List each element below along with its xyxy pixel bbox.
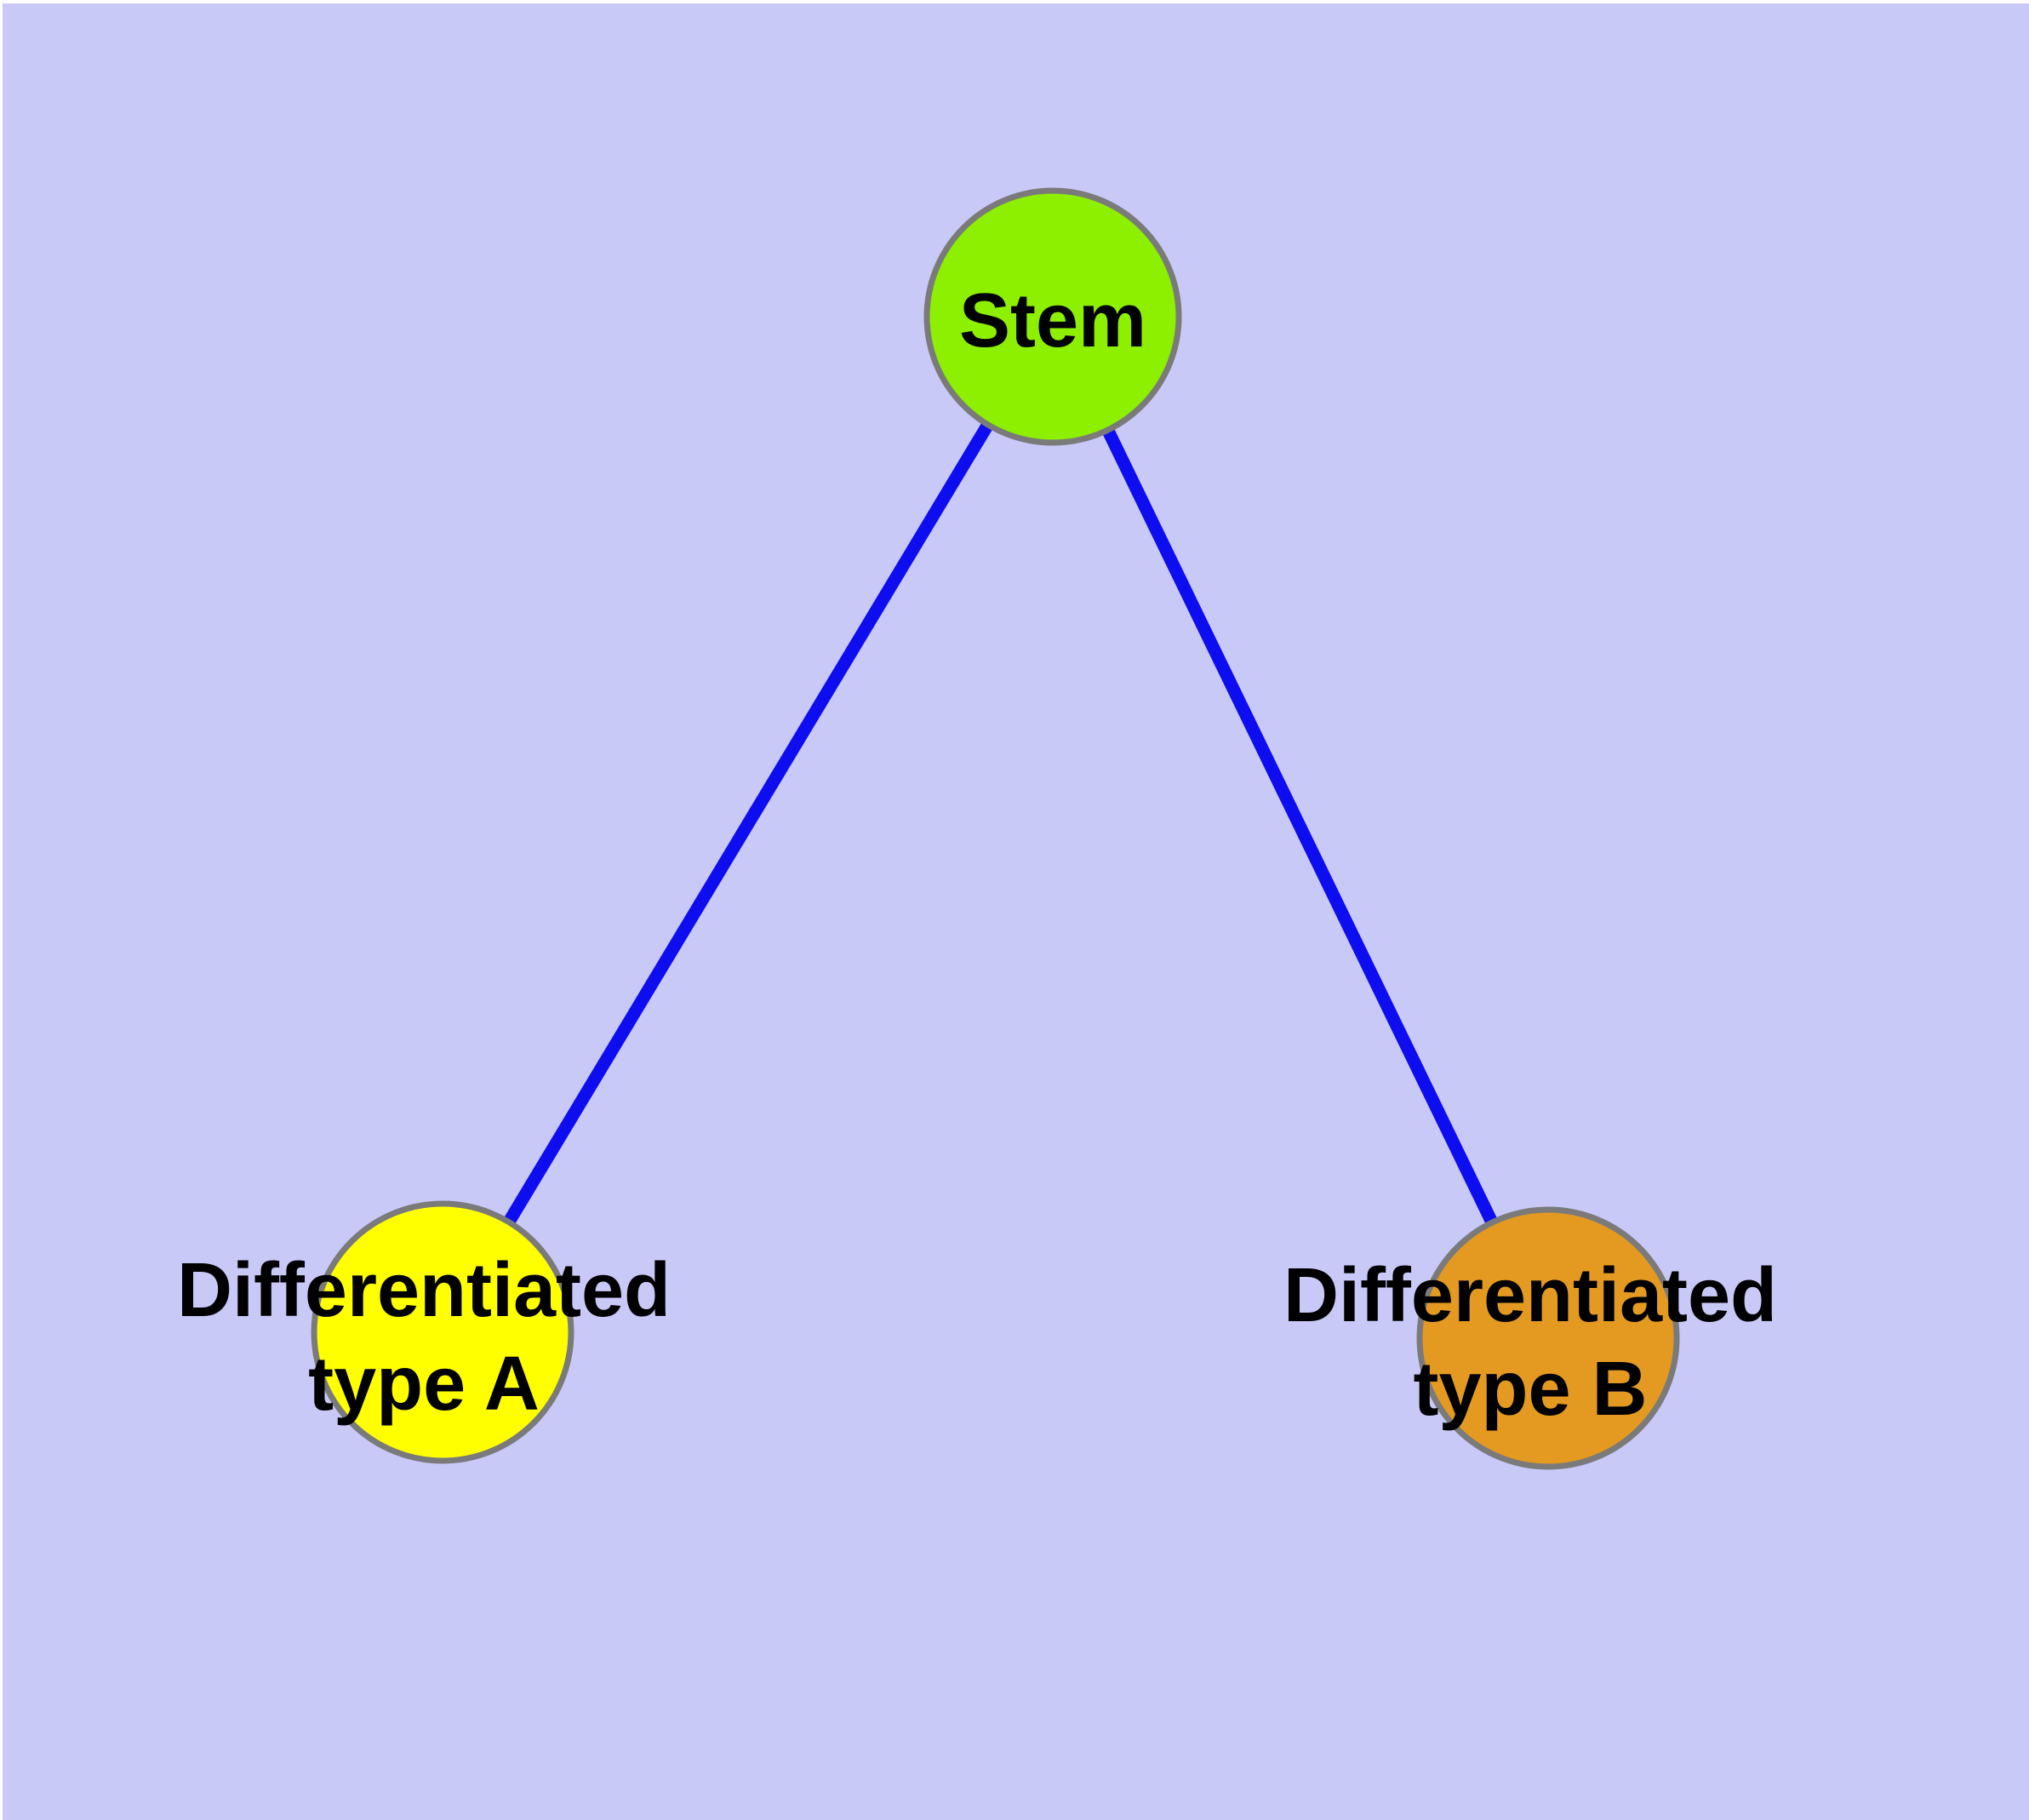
node-differentiated-type-b-label-line1: Differentiated: [1283, 1253, 1777, 1338]
node-stem[interactable]: Stem: [923, 187, 1182, 446]
node-differentiated-type-b-circle: [1416, 1206, 1680, 1470]
edge-stem-to-type-b: [1047, 313, 1554, 1342]
edges-layer: [437, 313, 1554, 1342]
node-differentiated-type-b[interactable]: Differentiated type B: [1283, 1206, 1777, 1470]
node-stem-label: Stem: [959, 278, 1146, 363]
node-differentiated-type-a-circle: [311, 1200, 574, 1464]
node-differentiated-type-a-label-line1: Differentiated: [177, 1248, 671, 1333]
edge-stem-to-type-a: [437, 313, 1059, 1336]
node-differentiated-type-a-label-line2: type A: [308, 1342, 540, 1427]
node-differentiated-type-a[interactable]: Differentiated type A: [177, 1200, 671, 1464]
node-stem-circle: [923, 187, 1182, 446]
node-differentiated-type-b-label-line2: type B: [1413, 1347, 1647, 1432]
